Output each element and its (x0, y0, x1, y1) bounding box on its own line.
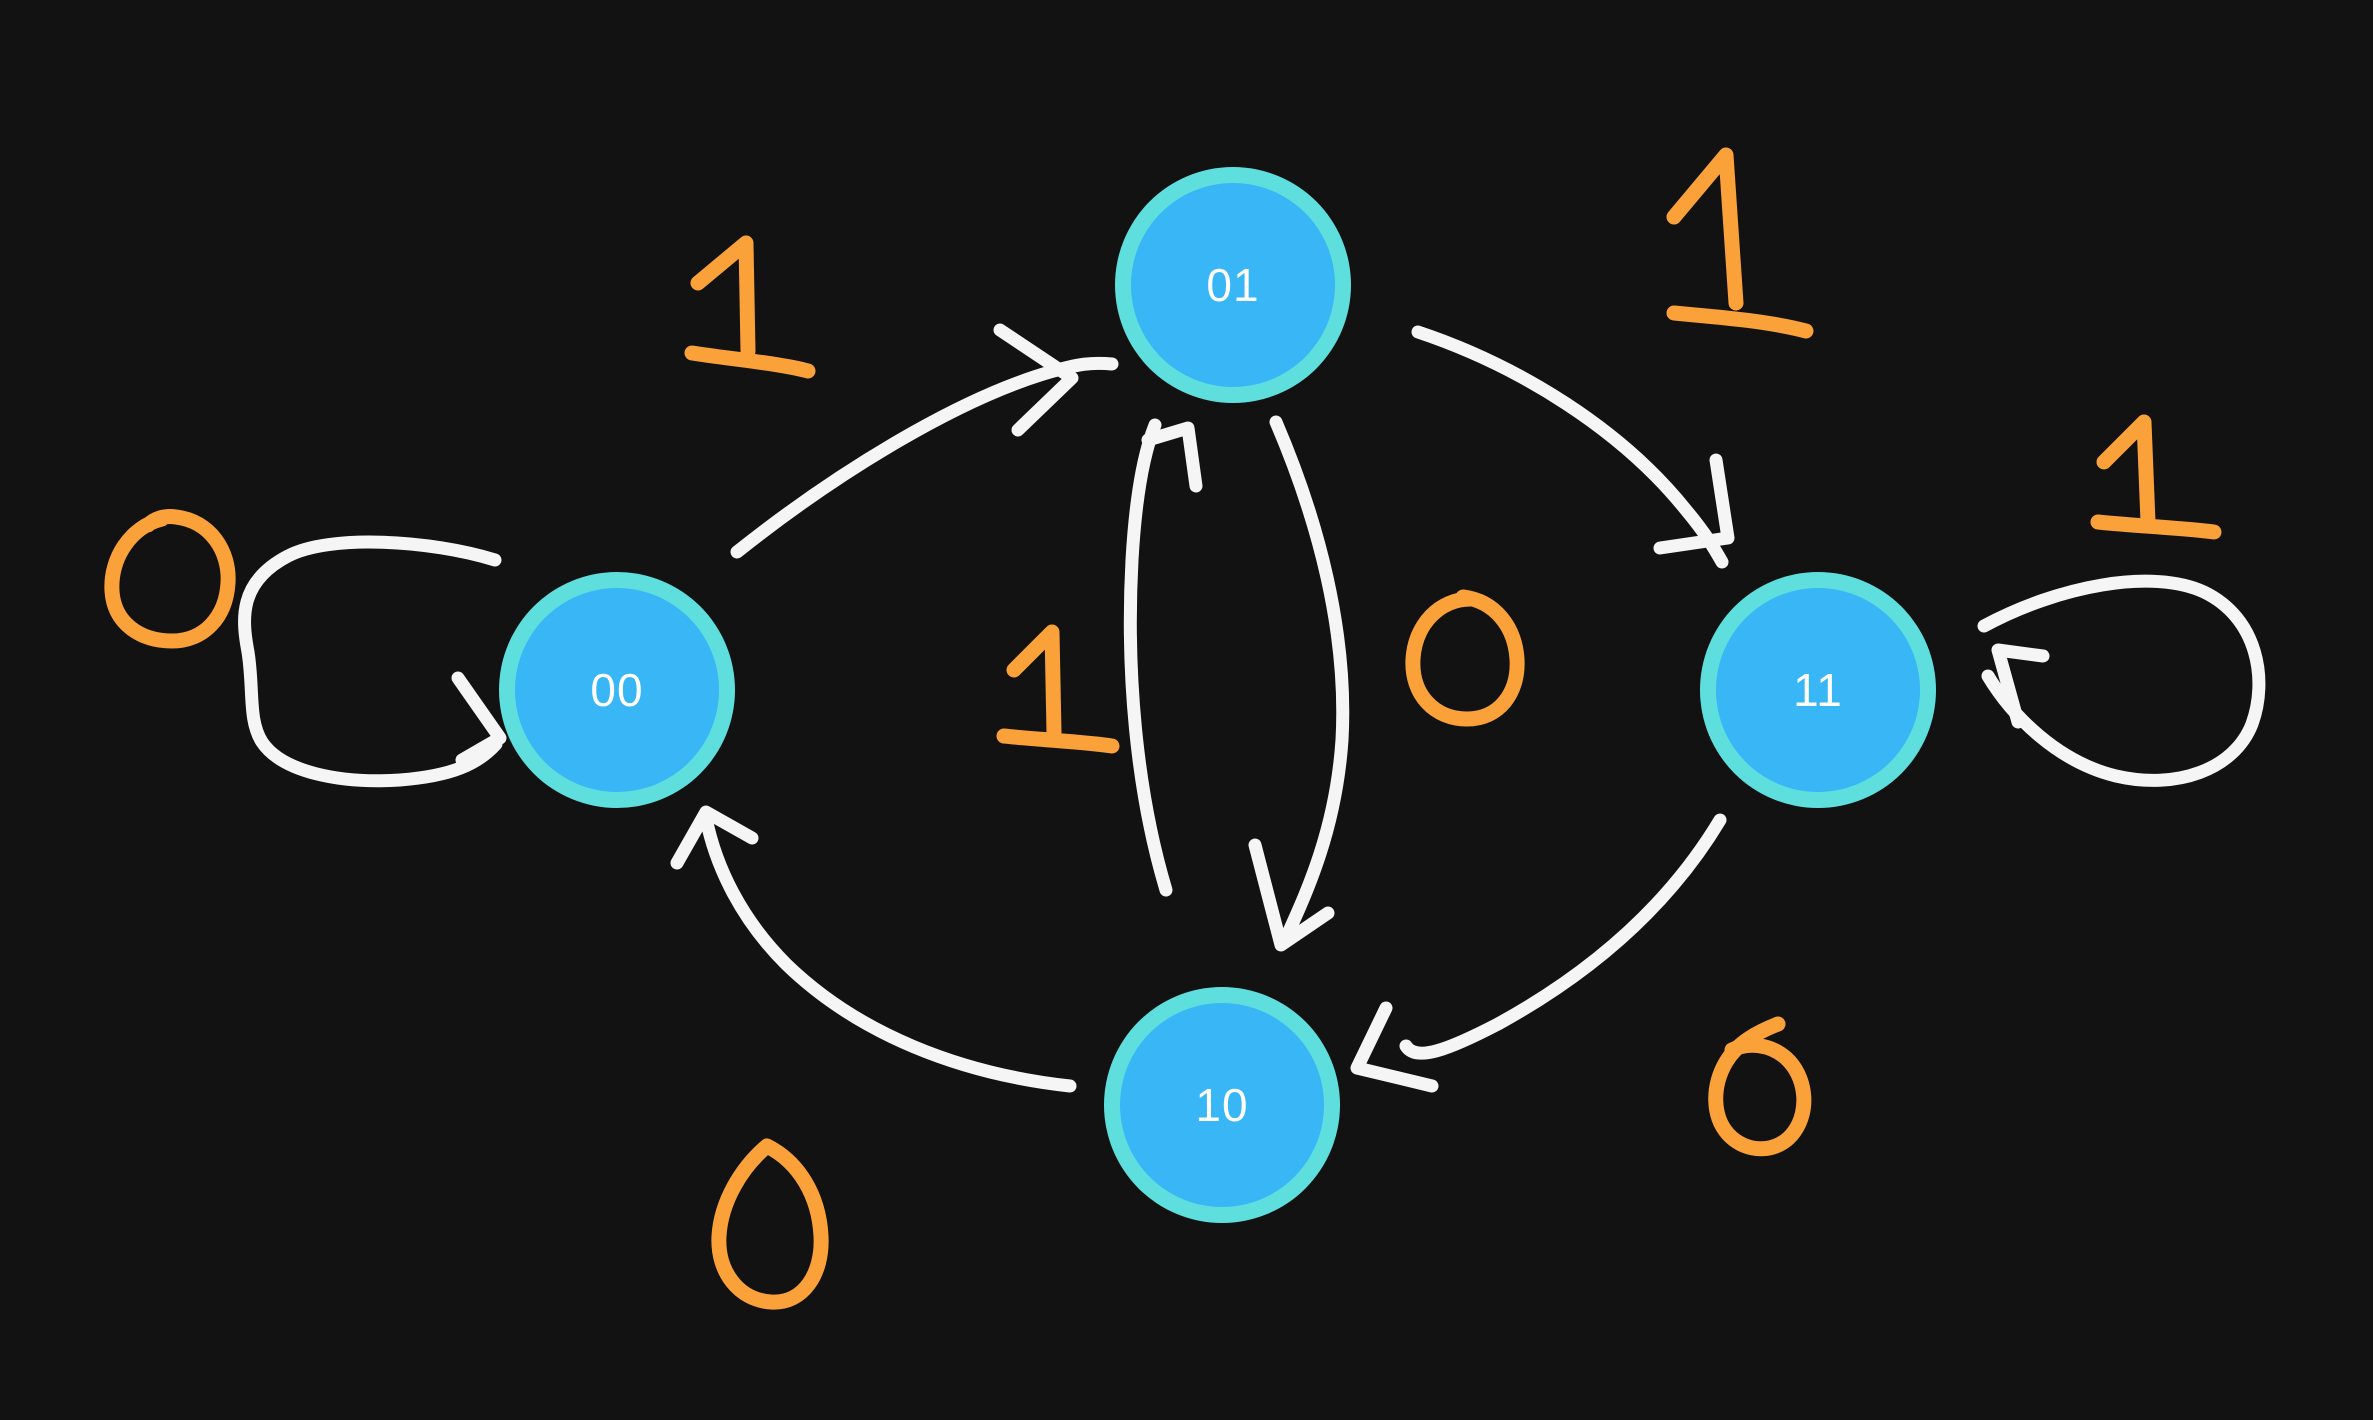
arrowhead-11-self (1991, 643, 2050, 729)
edge-10-to-01[interactable] (1123, 418, 1203, 897)
transition-label-10-00 (711, 1138, 829, 1310)
edge-00-to-01[interactable] (730, 323, 1119, 559)
state-node-00-fill (515, 588, 719, 792)
edge-10-to-00[interactable] (670, 805, 1077, 1093)
state-node-00-label: 00 (590, 664, 643, 716)
arrowhead-01-11 (1653, 453, 1735, 555)
state-node-11[interactable]: 11 (1700, 572, 1936, 808)
edge-00-to-00[interactable] (238, 535, 507, 788)
state-node-01-fill (1131, 183, 1335, 387)
edge-01-to-11[interactable] (1411, 325, 1735, 569)
transition-label-01-11 (1666, 147, 1814, 339)
state-node-10-label: 10 (1195, 1079, 1248, 1131)
state-node-11-fill (1716, 588, 1920, 792)
edge-11-to-11[interactable] (1977, 574, 2266, 787)
arrowhead-01-10 (1248, 838, 1335, 952)
arrowhead-11-10 (1350, 1001, 1439, 1093)
state-node-10-fill (1120, 1003, 1324, 1207)
transition-label-00-01 (684, 235, 816, 379)
arrowhead-00-self (451, 671, 507, 767)
state-node-01[interactable]: 01 (1115, 167, 1351, 403)
transition-label-11-10 (1708, 1016, 1812, 1157)
arrowhead-10-00 (670, 805, 759, 870)
state-node-01-label: 01 (1206, 259, 1259, 311)
edge-11-to-10[interactable] (1350, 813, 1727, 1093)
transition-label-11-self (2090, 414, 2222, 540)
arrowhead-10-01 (1141, 421, 1203, 493)
state-node-00[interactable]: 00 (499, 572, 735, 808)
transition-label-00-self (104, 509, 236, 649)
state-node-10[interactable]: 10 (1104, 987, 1340, 1223)
transition-label-10-01 (996, 624, 1120, 754)
transition-label-01-10 (1405, 589, 1525, 727)
edge-01-to-10[interactable] (1248, 415, 1350, 952)
arrowhead-00-01 (993, 323, 1079, 437)
state-node-11-label: 11 (1793, 664, 1843, 716)
